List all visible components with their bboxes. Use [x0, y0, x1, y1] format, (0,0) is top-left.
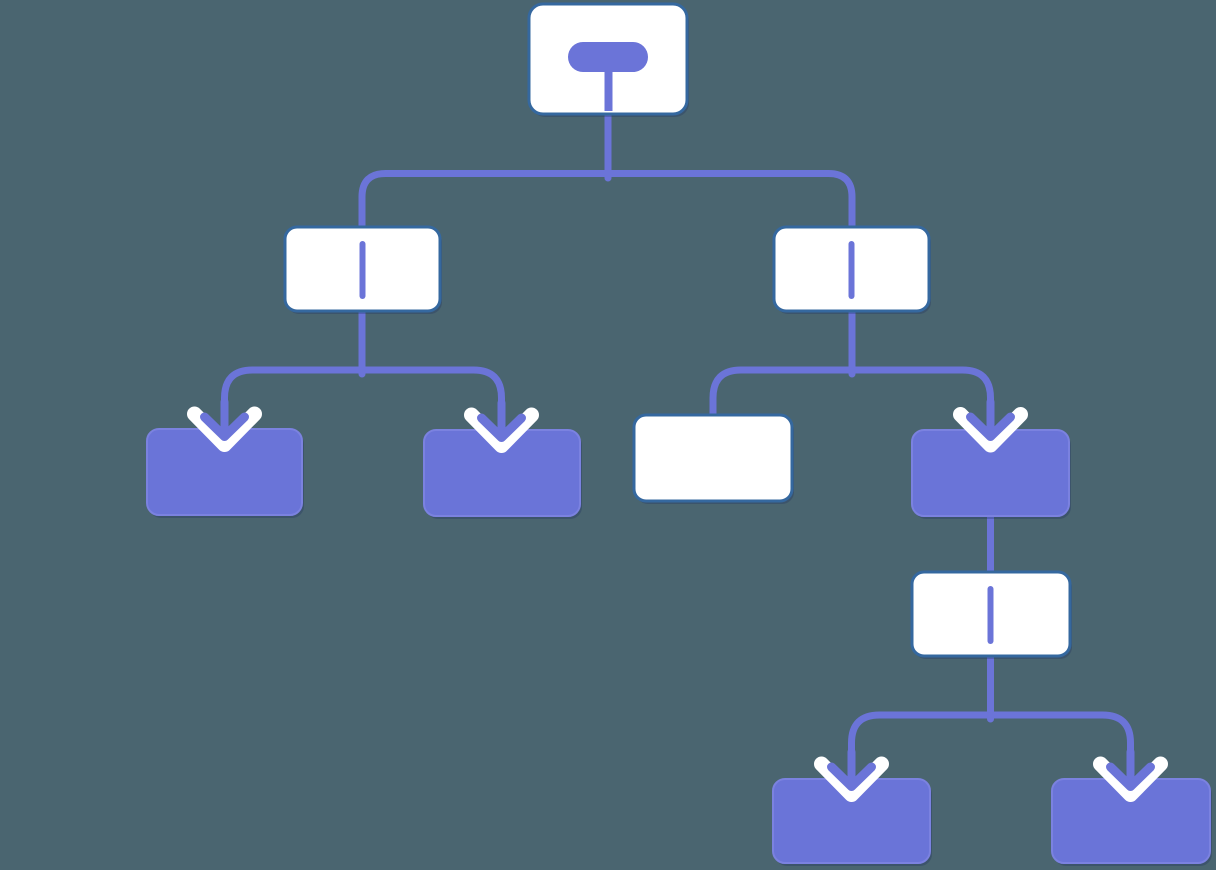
connector-left-children-bar — [221, 366, 505, 412]
root-pill-stem — [604, 69, 613, 111]
drop-arrow-layer — [200, 398, 1155, 791]
drop-arrow-highlight-layer — [187, 406, 1168, 802]
drop-target-chevron-icon — [953, 407, 1028, 453]
connector-root-branch-bar — [358, 170, 856, 236]
divider-bar-icon — [848, 241, 855, 299]
arrow-head-icon — [477, 413, 526, 442]
divider-bar-icon — [359, 241, 366, 299]
connector-grandchildren-bar — [848, 711, 1134, 762]
arrow-head-icon — [200, 412, 249, 441]
pill-placeholder-icon — [568, 42, 648, 72]
divider-bar-icon — [987, 586, 994, 644]
tree-node-right-child-1[interactable] — [632, 413, 794, 503]
drop-target-chevron-icon — [814, 756, 889, 802]
drop-target-chevron-icon — [464, 407, 539, 453]
arrow-head-icon — [827, 762, 876, 791]
connector-right-children-bar — [709, 366, 994, 420]
node-layer — [146, 2, 1211, 864]
arrow-head-icon — [1106, 762, 1155, 791]
drop-target-chevron-icon — [187, 406, 262, 452]
drop-target-chevron-icon — [1093, 756, 1168, 802]
arrow-head-icon — [966, 412, 1015, 441]
